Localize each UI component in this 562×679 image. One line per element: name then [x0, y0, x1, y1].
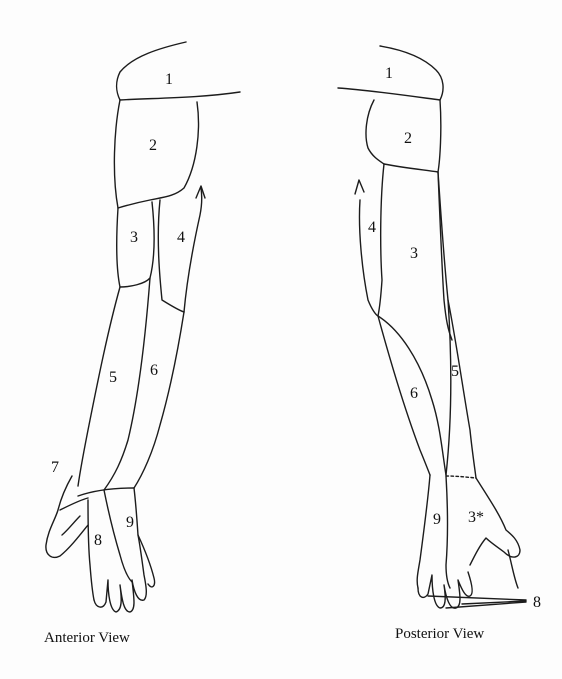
anterior-label-8: 8	[94, 532, 102, 549]
anterior-thumb-crease	[62, 516, 80, 535]
anterior-divider-8-9	[104, 490, 132, 582]
posterior-hand-left	[417, 475, 430, 588]
anterior-label-7: 7	[51, 459, 59, 476]
anterior-shoulder-line	[120, 92, 240, 100]
posterior-label-6: 6	[410, 385, 418, 402]
posterior-arm	[338, 46, 526, 608]
anterior-label-4: 4	[177, 229, 185, 246]
posterior-label-8: 8	[533, 594, 541, 611]
posterior-label-2: 2	[404, 130, 412, 147]
posterior-region-4-right	[378, 164, 384, 316]
anterior-label-6: 6	[150, 362, 158, 379]
posterior-arrow	[355, 180, 364, 194]
anterior-arm	[46, 42, 240, 612]
anterior-forearm-left	[78, 287, 120, 486]
anterior-wrist	[78, 488, 134, 496]
anterior-region-4-right	[184, 188, 202, 312]
anterior-label-1: 1	[165, 71, 173, 88]
posterior-view-caption: Posterior View	[395, 626, 484, 642]
posterior-region-2-lower	[384, 164, 438, 172]
posterior-fingers	[418, 572, 472, 608]
anterior-region-4-outline	[158, 200, 184, 312]
posterior-pointer-8a	[428, 596, 526, 600]
anterior-thumb	[46, 476, 88, 557]
posterior-label-3-star: 3*	[468, 509, 484, 526]
posterior-region-2-outline	[366, 100, 384, 164]
posterior-label-5: 5	[451, 363, 459, 380]
anterior-palm-left	[88, 500, 94, 600]
posterior-label-4: 4	[368, 219, 376, 236]
posterior-label-3: 3	[410, 245, 418, 262]
posterior-thumb-curve	[508, 550, 518, 588]
anterior-label-5: 5	[109, 369, 117, 386]
anterior-region-7-boundary	[60, 498, 88, 510]
anterior-arm-outline-left	[114, 100, 120, 208]
anterior-arrow	[196, 186, 205, 198]
anterior-region-2-boundary	[118, 102, 198, 208]
anterior-forearm-right	[134, 312, 184, 488]
anterior-label-2: 2	[149, 137, 157, 154]
posterior-label-1: 1	[385, 65, 393, 82]
anterior-region-1-outline	[117, 42, 186, 100]
posterior-divider-9-3star	[446, 476, 450, 588]
posterior-label-9: 9	[433, 511, 441, 528]
posterior-wrist-dashed	[446, 476, 476, 478]
anterior-label-3: 3	[130, 229, 138, 246]
anterior-label-9: 9	[126, 514, 134, 531]
anterior-view-caption: Anterior View	[44, 630, 130, 646]
posterior-region-4-left	[359, 200, 378, 316]
posterior-region-6-left	[378, 316, 430, 475]
